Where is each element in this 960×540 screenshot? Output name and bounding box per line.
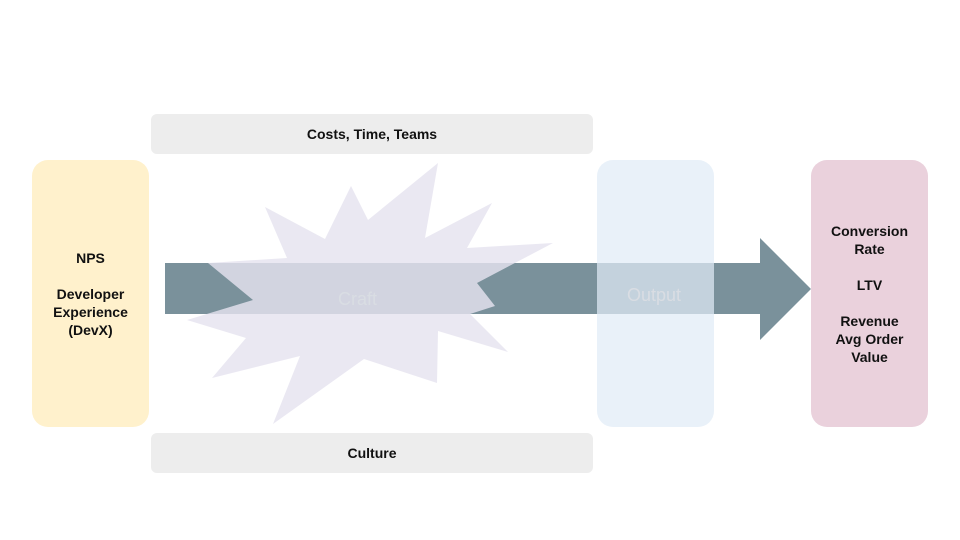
bottom-bar-label: Culture <box>347 445 397 461</box>
top-bar: Costs, Time, Teams <box>151 114 593 154</box>
right-line-value: Value <box>851 348 888 365</box>
right-line-conversion: Conversion <box>830 222 908 239</box>
right-line-rate: Rate <box>854 240 885 257</box>
right-line-revenue: Revenue <box>840 312 899 329</box>
right-line-ltv: LTV <box>856 276 883 293</box>
output-box <box>597 160 714 427</box>
craft-label: Craft <box>338 289 378 309</box>
top-bar-label: Costs, Time, Teams <box>306 126 438 142</box>
right-line-avg-order: Avg Order <box>835 330 904 347</box>
left-line-developer: Developer <box>56 285 125 302</box>
right-metrics-box: Conversion Rate LTV Revenue Avg Order Va… <box>811 160 928 427</box>
bottom-bar: Culture <box>151 433 593 473</box>
craft-starburst <box>187 163 553 424</box>
output-label: Output <box>627 285 682 305</box>
left-line-devx: (DevX) <box>68 321 113 338</box>
left-line-nps: NPS <box>76 249 105 266</box>
left-line-experience: Experience <box>53 303 128 320</box>
left-metrics-box: NPS Developer Experience (DevX) <box>32 160 149 427</box>
